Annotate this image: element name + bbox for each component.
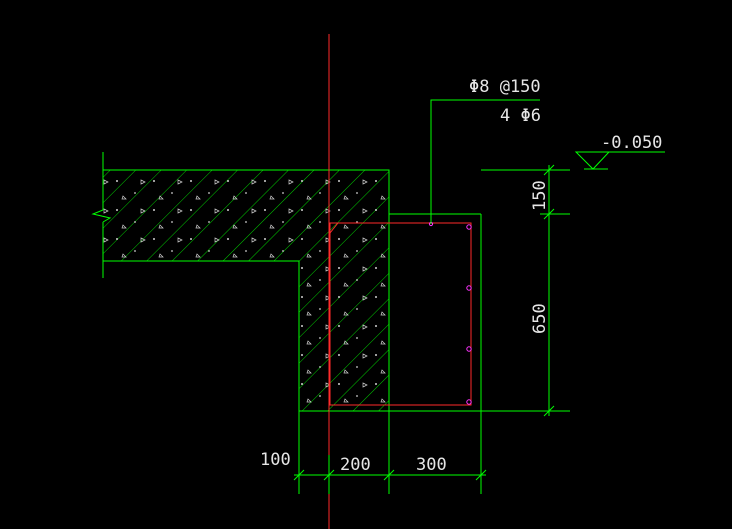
dim-wall-width: 200 xyxy=(340,455,371,475)
break-line xyxy=(91,152,112,278)
stirrup-note: Φ8 @150 xyxy=(469,77,541,97)
vertical-dimension xyxy=(481,164,570,417)
elevation-label: -0.050 xyxy=(601,133,662,153)
rebar-dot xyxy=(466,224,472,230)
stirrup-cage xyxy=(329,221,472,406)
rebar-dot xyxy=(466,399,472,405)
dim-main-height: 650 xyxy=(530,303,550,334)
concrete-section xyxy=(103,169,390,412)
longitudinal-bar-note: 4 Φ6 xyxy=(500,106,541,126)
dim-beam-width: 300 xyxy=(416,455,447,475)
dim-offset-left: 100 xyxy=(260,450,291,470)
elevation-mark xyxy=(574,151,665,170)
dim-top-height: 150 xyxy=(530,180,550,211)
beam-outline xyxy=(299,213,570,494)
rebar-dot xyxy=(466,285,472,291)
horizontal-dimension xyxy=(293,411,487,494)
rebar-leader xyxy=(430,99,540,224)
rebar-dot xyxy=(466,346,472,352)
